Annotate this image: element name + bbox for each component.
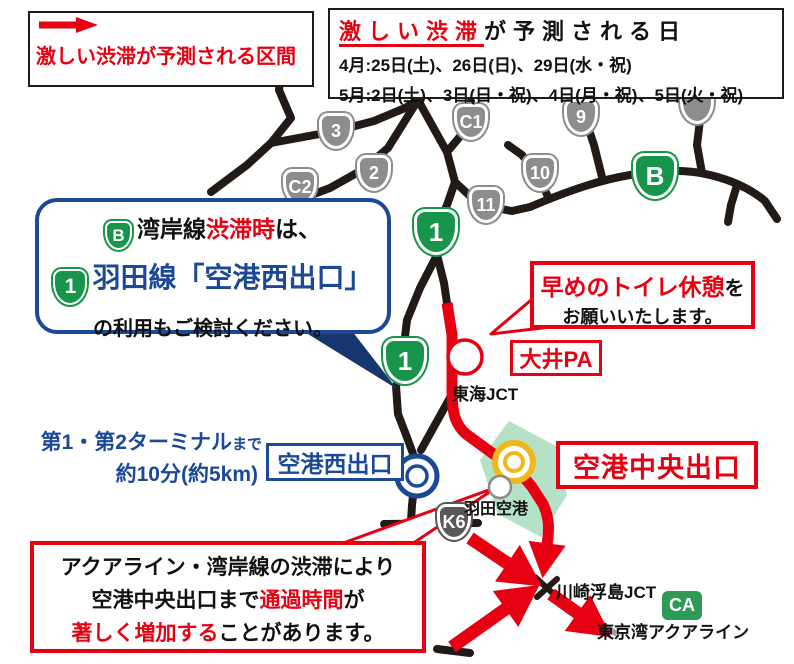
dates-may: 5月:2日(土)、3日(日・祝)、4日(月・祝)、5日(火・祝) bbox=[339, 86, 744, 105]
route-badge-b-bayshore: B bbox=[633, 153, 677, 199]
route-badge-10: 10 bbox=[523, 155, 557, 191]
toilet-line1: 早めのトイレ休憩を bbox=[534, 268, 751, 302]
central-exit-marker-inner bbox=[503, 451, 525, 473]
warning-line2-post: が bbox=[343, 589, 365, 612]
legend-congestion-arrow-icon bbox=[39, 17, 98, 33]
tokyo-bay-aqualine-label: 東京湾アクアライン bbox=[597, 623, 750, 642]
route-badge-2-label: 2 bbox=[368, 163, 379, 183]
transit-time-warning-box: アクアライン・湾岸線の渋滞により 空港中央出口まで通過時間が 著しく増加すること… bbox=[30, 541, 426, 653]
route-badge-10-label: 10 bbox=[529, 163, 551, 183]
kawasaki-ukishima-jct-label: 川崎浮島JCT bbox=[556, 583, 657, 602]
route-badge-2: 2 bbox=[357, 155, 391, 191]
route-badge-c2-label: C2 bbox=[288, 177, 312, 197]
route-badge-11: 11 bbox=[469, 187, 503, 223]
legend-label: 激しい渋滞が予測される区間 bbox=[36, 46, 296, 68]
oi-pa-box: 大井PA bbox=[510, 340, 602, 376]
route-badge-k6-label: K6 bbox=[442, 512, 466, 532]
bayshore-b-shield-label: B bbox=[112, 226, 125, 245]
terminal-suffix: まで bbox=[231, 436, 262, 453]
route-badge-11-label: 11 bbox=[476, 195, 496, 215]
route-badge-1-upper-label: 1 bbox=[428, 217, 444, 247]
toilet-break-callout: 早めのトイレ休憩を お願いいたします。 bbox=[530, 261, 755, 329]
bayshore-b-shield-icon: B bbox=[105, 221, 132, 250]
advisory-exit-name: 羽田線「空港西出口」 bbox=[92, 262, 373, 293]
route-badge-1-lower-label: 1 bbox=[397, 346, 413, 376]
route-badge-1-lower: 1 bbox=[383, 338, 427, 384]
haneda-airport-label: 羽田空港 bbox=[464, 501, 529, 518]
dates-title-rest: が予測される日 bbox=[484, 19, 688, 44]
route-badge-3-label: 3 bbox=[330, 121, 341, 141]
haneda-airport-marker bbox=[487, 474, 513, 500]
route-badge-1-upper: 1 bbox=[414, 209, 458, 255]
warning-line2-pre: 空港中央出口まで bbox=[91, 589, 260, 612]
central-exit-box: 空港中央出口 bbox=[556, 441, 758, 489]
advisory-line1-post: は、 bbox=[275, 216, 321, 242]
warning-line1: アクアライン・湾岸線の渋滞により bbox=[60, 556, 396, 579]
advisory-line1: B 湾岸線渋滞時は、 bbox=[39, 210, 387, 250]
map-markers bbox=[394, 338, 536, 500]
dates-box: 激しい渋滞が予測される日 4月:25日(土)、26日(日)、29日(水・祝) 5… bbox=[328, 8, 784, 105]
route-badge-3: 3 bbox=[319, 113, 353, 149]
haneda-route-1-shield-icon: 1 bbox=[53, 268, 88, 305]
haneda-route-1-shield-label: 1 bbox=[64, 275, 77, 298]
aqualine-ca-badge-label: CA bbox=[669, 595, 695, 615]
warning-line3-red: 著しく増加する bbox=[71, 622, 219, 645]
advisory-line1-pre: 湾岸線 bbox=[137, 216, 206, 242]
terminal-name: 第1・第2ターミナル bbox=[40, 431, 232, 454]
toilet-line1-red: 早めのトイレ休憩 bbox=[540, 274, 725, 300]
toilet-line2: お願いいたします。 bbox=[562, 307, 723, 327]
warning-line2-red: 通過時間 bbox=[259, 589, 344, 612]
warning-line3: 著しく増加することがあります。 bbox=[34, 617, 422, 650]
route-badge-c1-label: C1 bbox=[459, 112, 483, 132]
terminal-line2: 約10分(約5km) bbox=[115, 463, 258, 486]
oi-pa-label: 大井PA bbox=[519, 347, 593, 372]
route-badge-9: 9 bbox=[564, 99, 598, 135]
west-exit-label: 空港西出口 bbox=[277, 451, 393, 477]
warning-line2: 空港中央出口まで通過時間が bbox=[34, 584, 422, 617]
west-exit-marker-inner bbox=[405, 464, 429, 488]
west-exit-advisory-callout: B 湾岸線渋滞時は、 1 羽田線「空港西出口」 の利用もご検討ください。 bbox=[35, 198, 391, 340]
toilet-line1-suffix: を bbox=[724, 278, 745, 300]
advisory-line1-congestion: 渋滞時 bbox=[206, 216, 275, 242]
route-badge-9-label: 9 bbox=[575, 107, 586, 127]
route-badge-c1: C1 bbox=[454, 104, 488, 140]
warning-line3-post: ことがあります。 bbox=[218, 622, 385, 645]
oi-pa-marker bbox=[446, 338, 484, 376]
advisory-line3: の利用もご検討ください。 bbox=[93, 317, 333, 340]
route-badge-k6: K6 bbox=[437, 504, 471, 540]
dates-april: 4月:25日(土)、26日(日)、29日(水・祝) bbox=[339, 56, 632, 75]
central-exit-label: 空港中央出口 bbox=[573, 452, 741, 483]
tokai-jct-label: 東海JCT bbox=[452, 385, 519, 404]
advisory-line2: 1 羽田線「空港西出口」 bbox=[39, 256, 387, 305]
route-badge-b-label: B bbox=[645, 161, 665, 191]
west-exit-box: 空港西出口 bbox=[266, 443, 404, 481]
dates-title-highlight: 激しい渋滞 bbox=[339, 19, 485, 47]
congestion-arrows bbox=[448, 532, 612, 653]
terminal-line1: 第1・第2ターミナルまで bbox=[26, 426, 262, 456]
legend-box: 激しい渋滞が予測される区間 bbox=[28, 11, 314, 87]
blue-callout-tail bbox=[303, 331, 397, 389]
terminal-distance-label: 第1・第2ターミナルまで 約10分(約5km) bbox=[26, 426, 262, 488]
aqualine-ca-badge: CA bbox=[662, 591, 702, 620]
dates-title: 激しい渋滞が予測される日 bbox=[339, 14, 773, 47]
